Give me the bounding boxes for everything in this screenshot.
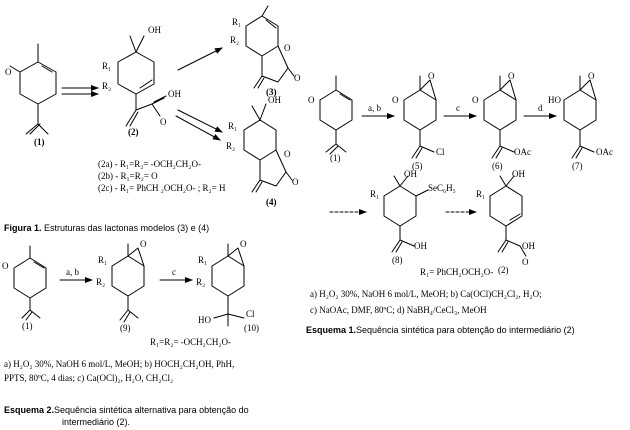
c2-oh-label: OH xyxy=(148,25,161,35)
scheme2-caption: Esquema 2.Sequência sintética alternativ… xyxy=(4,406,249,415)
s2-oh2-label: OH xyxy=(522,241,535,251)
s5-o-label: O xyxy=(392,95,399,105)
scheme1-arrow-label-d: d xyxy=(538,103,543,113)
scheme1-label-6: (6) xyxy=(492,161,503,171)
definition-2c: (2c) - R₁= PhCH ₂OCH₂O- ; R₂= H xyxy=(98,183,226,193)
scheme2-compound-9-structure xyxy=(111,243,145,323)
scheme1-compound-1-structure xyxy=(319,75,353,155)
s5-ep-label: O xyxy=(428,71,435,81)
c3-r2-label: R₂ xyxy=(230,35,240,45)
scheme1-conditions-line1: a) H₂O₂ 30%, NaOH 6 mol/L, MeOH; b) Ca(O… xyxy=(310,289,542,299)
scheme1-caption-bold: Esquema 1. xyxy=(306,325,357,335)
scheme2-r-definition: R₁=R₂= -OCH₂CH₂O- xyxy=(150,337,231,347)
compound-3-structure xyxy=(245,5,295,89)
c2-r2-label: R₂ xyxy=(102,81,112,91)
c3-o2-label: O xyxy=(294,73,301,83)
definition-2b: (2b) - R₁=R₂= O xyxy=(98,171,158,181)
s8-oh2-label: OH xyxy=(414,241,427,251)
scheme2-arrow-label-ab: a, b xyxy=(66,267,79,277)
s5-cl-label: Cl xyxy=(436,147,445,157)
c4-o-label: O xyxy=(284,149,291,159)
compound-label-3: (3) xyxy=(266,87,277,97)
scheme2-caption-line2: intermediário (2). xyxy=(62,417,131,427)
scheme1-compound-8-structure xyxy=(383,175,429,253)
scheme1-label-2: (2) xyxy=(498,265,509,275)
scheme2-label-9: (9) xyxy=(120,323,131,333)
c2-r1-label: R₁ xyxy=(102,61,112,71)
c4-r1-label: R₁ xyxy=(228,121,238,131)
scheme1-label-1: (1) xyxy=(330,153,341,163)
scheme2-caption-bold: Esquema 2. xyxy=(4,405,55,415)
scheme2-label-10: (10) xyxy=(244,323,259,333)
figure1-caption: Figura 1. Estruturas das lactonas modelo… xyxy=(4,224,209,233)
scheme2-label-1: (1) xyxy=(22,321,33,331)
s8-r1-label: R₁ xyxy=(370,189,380,199)
scheme1-compound-7-structure xyxy=(563,75,597,159)
scheme1-compound-6-structure xyxy=(483,75,517,159)
c2-acid-o-label: O xyxy=(160,117,167,127)
s1-o-label: O xyxy=(308,95,315,105)
s6-o-label: O xyxy=(472,95,479,105)
s2-r1-label: R₁ xyxy=(476,189,486,199)
scheme1-arrow-label-c: c xyxy=(456,103,460,113)
figure1-arrows-2-to-3-and-4 xyxy=(175,47,223,141)
scheme2-caption-text: Sequência sintética alternativa para obt… xyxy=(54,405,249,415)
s7-ho-label: HO xyxy=(548,95,561,105)
scheme1-label-5: (5) xyxy=(412,161,423,171)
s2-o-label: O xyxy=(522,257,529,267)
scheme2-compound-1-structure xyxy=(13,245,47,321)
s7-ep-label: O xyxy=(588,71,595,81)
s6-oac-label: OAc xyxy=(514,147,531,157)
s8-oh-label: OH xyxy=(404,169,417,179)
e9-r2-label: R₂ xyxy=(96,277,106,287)
compound-1-structure xyxy=(9,43,57,135)
compound-label-4: (4) xyxy=(266,197,277,207)
e1-o-label: O xyxy=(2,261,9,271)
scheme1-label-7: (7) xyxy=(572,161,583,171)
s6-ep-label: O xyxy=(508,71,515,81)
e9-o-label: O xyxy=(140,239,147,249)
s2-oh-label: OH xyxy=(512,169,525,179)
e10-r2-label: R₂ xyxy=(196,277,206,287)
compound-2-structure xyxy=(117,35,167,127)
e10-cl-label: Cl xyxy=(246,309,255,319)
scheme2-conditions-line1: a) H₂O₂ 30%, NaOH 6 mol/L, MeOH; b) HOCH… xyxy=(4,359,235,369)
scheme2-conditions-line2: PPTS, 80ºC, 4 dias; c) Ca(OCl)₂, H₂O, CH… xyxy=(4,373,174,383)
s8-se-label: SeC₆H₅ xyxy=(428,183,456,193)
e9-r1-label: R₁ xyxy=(98,255,108,265)
c3-r1-label: R₁ xyxy=(232,17,242,27)
scheme1-label-8: (8) xyxy=(392,255,403,265)
scheme1-compound-2-structure xyxy=(489,175,527,257)
definition-2a: (2a) - R₁=R₂= -OCH₂CH₂O- xyxy=(98,159,201,169)
scheme1-caption-text: Sequência sintética para obtenção do int… xyxy=(356,325,575,335)
c4-r2-label: R₂ xyxy=(226,141,236,151)
compound-4-structure xyxy=(243,103,293,193)
s7-oac-label: OAc xyxy=(596,147,613,157)
c1-oxygen-label: O xyxy=(5,67,12,77)
scheme1-conditions-line2: c) NaOAc, DMF, 80ºC; d) NaBH₄/CeCl₃, MeO… xyxy=(310,305,487,315)
figure1-caption-bold: Figura 1. xyxy=(4,223,42,233)
scheme1-arrow-label-ab: a, b xyxy=(368,103,381,113)
compound-label-2: (2) xyxy=(128,127,139,137)
scheme2-arrow-label-c: c xyxy=(172,267,176,277)
e10-ho-label: HO xyxy=(198,315,211,325)
e10-r1-label: R₁ xyxy=(198,255,208,265)
c3-o-label: O xyxy=(284,43,291,53)
compound-label-1: (1) xyxy=(34,137,45,147)
c2-acid-oh-label: OH xyxy=(168,89,181,99)
scheme2-compound-10-structure xyxy=(211,243,245,327)
scheme1-r1-definition: R₁= PhCH₂OCH₂O- xyxy=(420,267,494,277)
figure1-caption-text: Estruturas das lactonas modelos (3) e (4… xyxy=(41,223,210,233)
figure1-arrows-1-to-2 xyxy=(61,85,99,97)
scheme1-caption: Esquema 1.Sequência sintética para obten… xyxy=(306,326,575,335)
c4-oh-label: OH xyxy=(268,95,281,105)
e10-o-label: O xyxy=(240,239,247,249)
scheme1-compound-5-structure xyxy=(403,75,437,159)
c4-o2-label: O xyxy=(292,177,299,187)
